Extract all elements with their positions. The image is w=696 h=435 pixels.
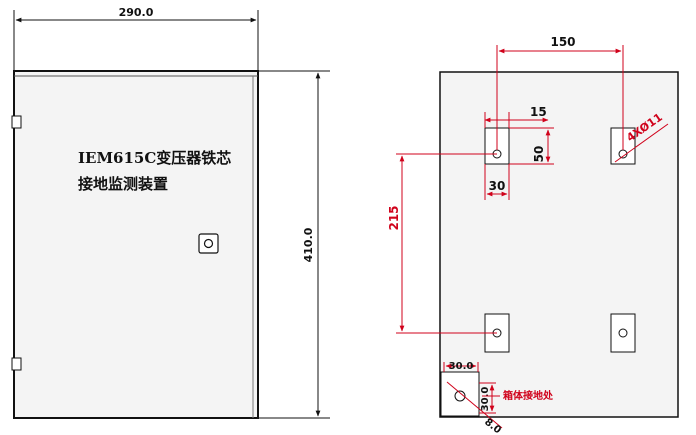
slot-offset-dimension: 30 [484,164,510,200]
cabinet-body [13,70,259,419]
slot-width-dimension: 15 [484,105,549,128]
slot-offset-label: 30 [489,179,506,193]
slot-width-label: 15 [530,105,547,119]
hole-spacing-horizontal-label: 150 [550,35,575,49]
mounting-slot-bottom-right [610,313,636,353]
product-title-line2: 接地监测装置 [78,175,168,193]
ground-dim-vertical-label: 30.0 [480,387,491,412]
product-title-line1: IEM615C变压器铁芯 [78,149,231,167]
slot-height-dimension: 50 [509,127,554,165]
hinge-bottom [11,357,22,371]
hole-spacing-vertical-label: 215 [387,205,401,230]
height-dimension: 410.0 [258,70,330,419]
front-view: 290.0 IEM615C变压器铁芯 接地监测装置 410.0 [11,6,330,419]
ground-dim-diagonal-label: 8.0 [482,417,503,435]
hinge-top [11,115,22,129]
slot-height-label: 50 [532,146,546,163]
ground-dim-horizontal-label: 30.0 [449,361,474,372]
width-dimension: 290.0 [13,6,259,70]
hole-spacing-vertical-dimension: 215 [387,153,497,334]
ground-point: 30.0 30.0 8.0 箱体接地处 [440,361,554,435]
ground-label: 箱体接地处 [503,389,554,402]
width-dimension-label: 290.0 [119,6,154,19]
door-lock-icon [198,233,219,254]
back-view: 150 15 50 30 215 [387,35,679,435]
height-dimension-label: 410.0 [302,227,315,262]
hole-spacing-horizontal-dimension: 150 [496,35,624,150]
back-panel [439,71,679,418]
